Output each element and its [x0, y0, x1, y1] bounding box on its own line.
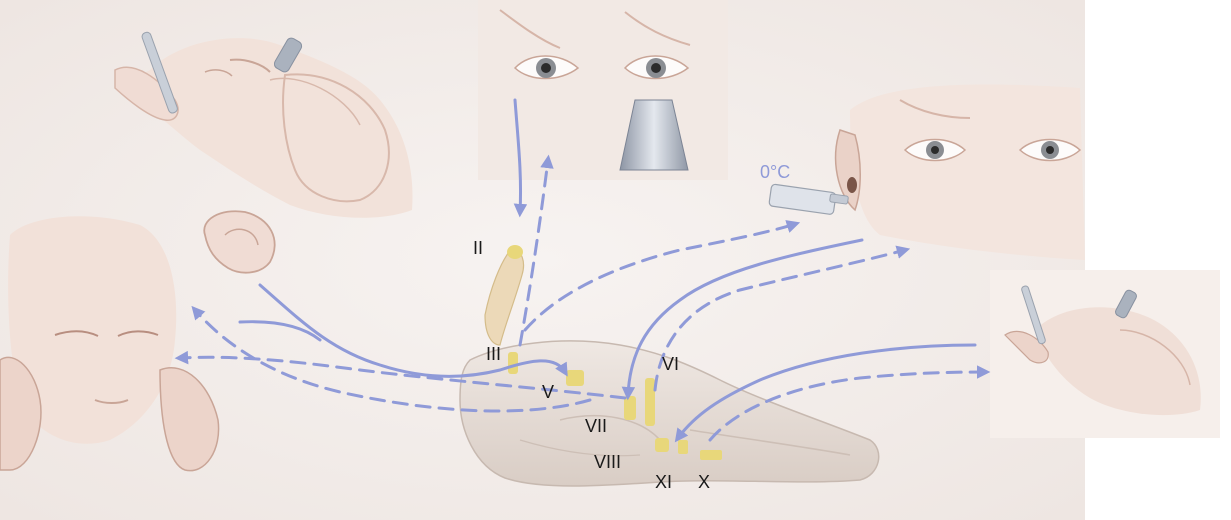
nerve-label-X: X: [698, 472, 710, 492]
nerve-label-II: II: [473, 238, 483, 258]
eyes-top-center: [478, 0, 728, 180]
nerve-label-III: III: [486, 344, 501, 364]
nerve-label-VIII: VIII: [594, 452, 621, 472]
nerve-label-VII: VII: [585, 416, 607, 436]
temperature-label: 0°C: [760, 162, 790, 182]
nerve-label-XI: XI: [655, 472, 672, 492]
nerve-label-V: V: [542, 382, 554, 402]
nerve-label-VI: VI: [662, 354, 679, 374]
